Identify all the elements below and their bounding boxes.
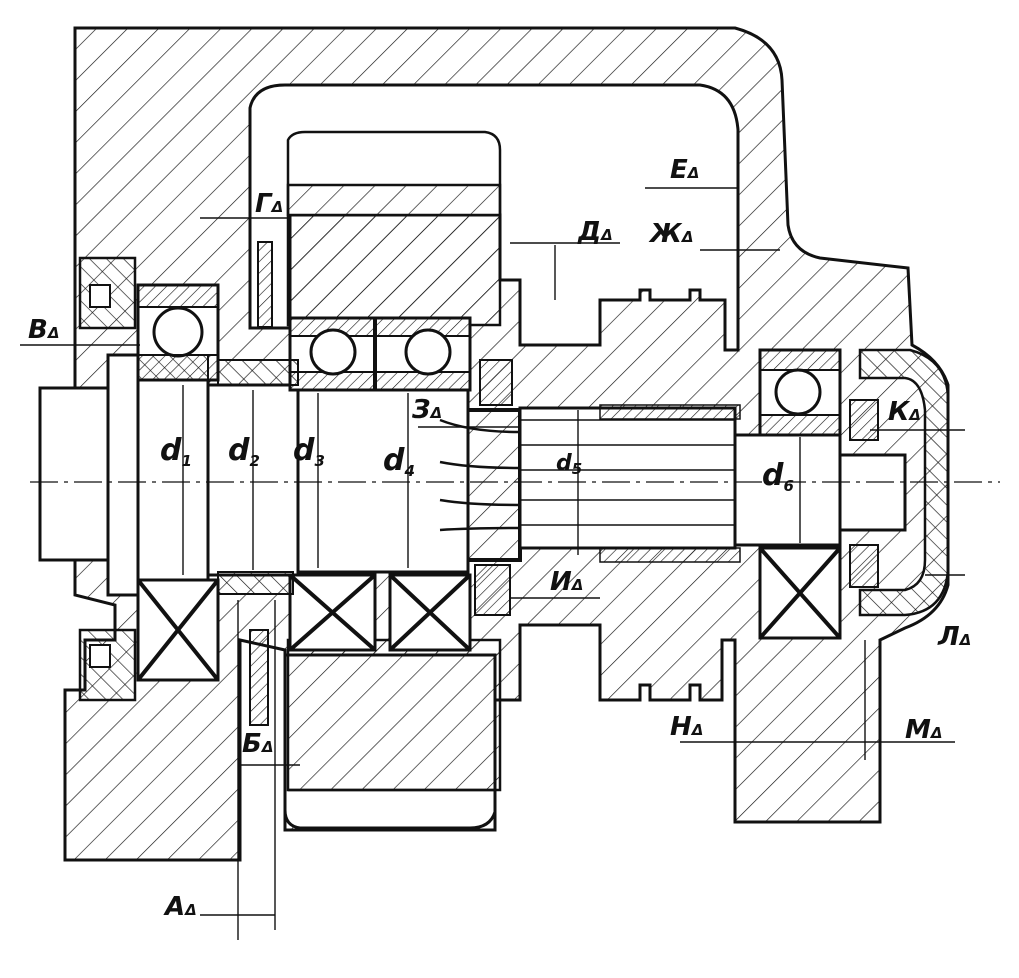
- label-i-delta: ИΔ: [550, 567, 583, 597]
- clearance-labels: АΔ БΔ ВΔ ГΔ ДΔ ЕΔ ЖΔ ЗΔ ИΔ КΔ ЛΔ: [28, 155, 971, 922]
- bearing-middle-pair: [288, 316, 472, 652]
- spacers: [78, 241, 950, 726]
- label-a-delta: АΔ: [163, 892, 197, 922]
- clearance-dimensions: [20, 187, 965, 940]
- label-v-delta: ВΔ: [28, 315, 59, 345]
- label-d6: d6: [762, 458, 794, 495]
- label-m-delta: МΔ: [905, 715, 942, 745]
- label-b-delta: БΔ: [242, 729, 273, 759]
- label-e-delta: ЕΔ: [670, 155, 699, 185]
- label-l-delta: ЛΔ: [937, 622, 971, 652]
- label-d3: d3: [293, 433, 325, 470]
- label-k-delta: КΔ: [888, 397, 921, 427]
- label-d4: d4: [383, 443, 415, 480]
- label-d-delta: ДΔ: [577, 217, 613, 247]
- diameter-labels: d1 d2 d3 d4 d5 d6: [160, 433, 794, 495]
- bearing-right: [758, 348, 842, 640]
- label-zh-delta: ЖΔ: [648, 219, 693, 249]
- shaft: [30, 353, 1000, 597]
- label-z-delta: ЗΔ: [411, 395, 442, 425]
- label-d5: d5: [556, 451, 582, 478]
- diameter-dimensions: [182, 385, 801, 575]
- gear-body: [286, 183, 502, 792]
- label-g-delta: ГΔ: [255, 189, 283, 219]
- label-d1: d1: [160, 433, 192, 470]
- label-n-delta: НΔ: [670, 712, 703, 742]
- label-d2: d2: [228, 433, 260, 470]
